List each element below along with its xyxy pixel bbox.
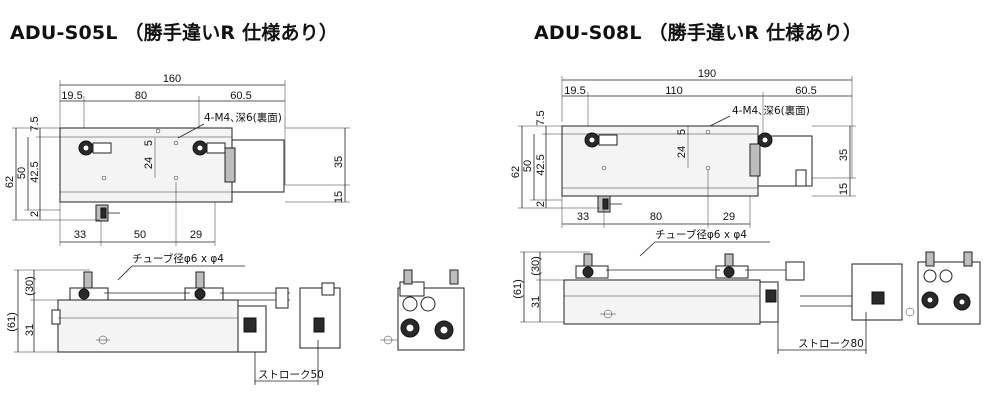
right-dim-29: 29 xyxy=(723,211,735,223)
left-dim-35: 35 xyxy=(333,156,345,168)
left-dim-160: 160 xyxy=(163,73,181,85)
left-dim-62: 62 xyxy=(4,176,16,188)
right-note-m4: 4-M4､深6(裏面) xyxy=(732,104,810,117)
right-dim-42-5: 42.5 xyxy=(535,154,547,175)
left-dim-31: 31 xyxy=(24,324,36,336)
right-dim-62: 62 xyxy=(510,166,522,178)
right-dim-15: 15 xyxy=(838,183,850,195)
right-dim-60-5: 60.5 xyxy=(795,85,816,97)
left-dim-42-5: 42.5 xyxy=(29,161,41,182)
left-top-view: 160 19.5 80 60.5 4-M4､深6(裏面) xyxy=(4,73,350,246)
left-tube-label: チューブ径φ6 x φ4 xyxy=(132,252,224,265)
left-dim-7-5: 7.5 xyxy=(29,116,41,131)
right-tube-label: チューブ径φ6 x φ4 xyxy=(655,228,747,241)
right-dim-2: 2 xyxy=(535,201,547,207)
left-dim-33: 33 xyxy=(74,229,86,241)
left-dim-30: (30) xyxy=(24,276,36,296)
left-dim-2: 2 xyxy=(29,211,41,217)
left-dim-19-5: 19.5 xyxy=(61,90,82,102)
right-dim-7-5: 7.5 xyxy=(535,110,547,125)
right-stroke-label: ストローク80 xyxy=(798,338,864,350)
right-dim-24: 24 xyxy=(676,146,688,158)
right-dim-61: (61) xyxy=(512,279,524,299)
left-dim-80: 80 xyxy=(135,90,147,102)
right-dim-5: 5 xyxy=(676,129,688,135)
right-side-view: チューブ径φ6 x φ4 (30) (61) 31 ストローク80 xyxy=(512,228,981,354)
left-side-view: チューブ径φ6 x φ4 (30) (61) 31 xyxy=(6,252,465,385)
left-stroke-label: ストローク50 xyxy=(258,369,324,381)
left-dim-15: 15 xyxy=(333,191,345,203)
left-dim-50: 50 xyxy=(16,167,28,179)
left-dim-29: 29 xyxy=(190,229,202,241)
right-top-view: 190 19.5 110 60.5 4-M4､深6(裏面) 7.5 62 50 xyxy=(510,68,856,228)
right-dim-19-5: 19.5 xyxy=(564,85,585,97)
title-adu-s05l: ADU-S05L （勝手違いR 仕様あり） xyxy=(10,22,339,44)
left-dim-24: 24 xyxy=(143,157,155,169)
title-adu-s08l: ADU-S08L （勝手違いR 仕様あり） xyxy=(534,22,863,44)
left-dim-61: (61) xyxy=(6,312,18,332)
right-dim-35: 35 xyxy=(838,149,850,161)
right-dim-31: 31 xyxy=(530,296,542,308)
right-dim-33: 33 xyxy=(577,211,589,223)
right-dim-110: 110 xyxy=(665,85,683,97)
right-dim-80: 80 xyxy=(650,211,662,223)
left-dim-5: 5 xyxy=(143,140,155,146)
left-dim-60-5: 60.5 xyxy=(230,90,251,102)
right-dim-30: (30) xyxy=(530,256,542,276)
right-dim-190: 190 xyxy=(698,68,716,80)
left-note-m4: 4-M4､深6(裏面) xyxy=(204,111,282,124)
right-dim-50: 50 xyxy=(522,160,534,172)
left-dim-50-b: 50 xyxy=(134,229,146,241)
